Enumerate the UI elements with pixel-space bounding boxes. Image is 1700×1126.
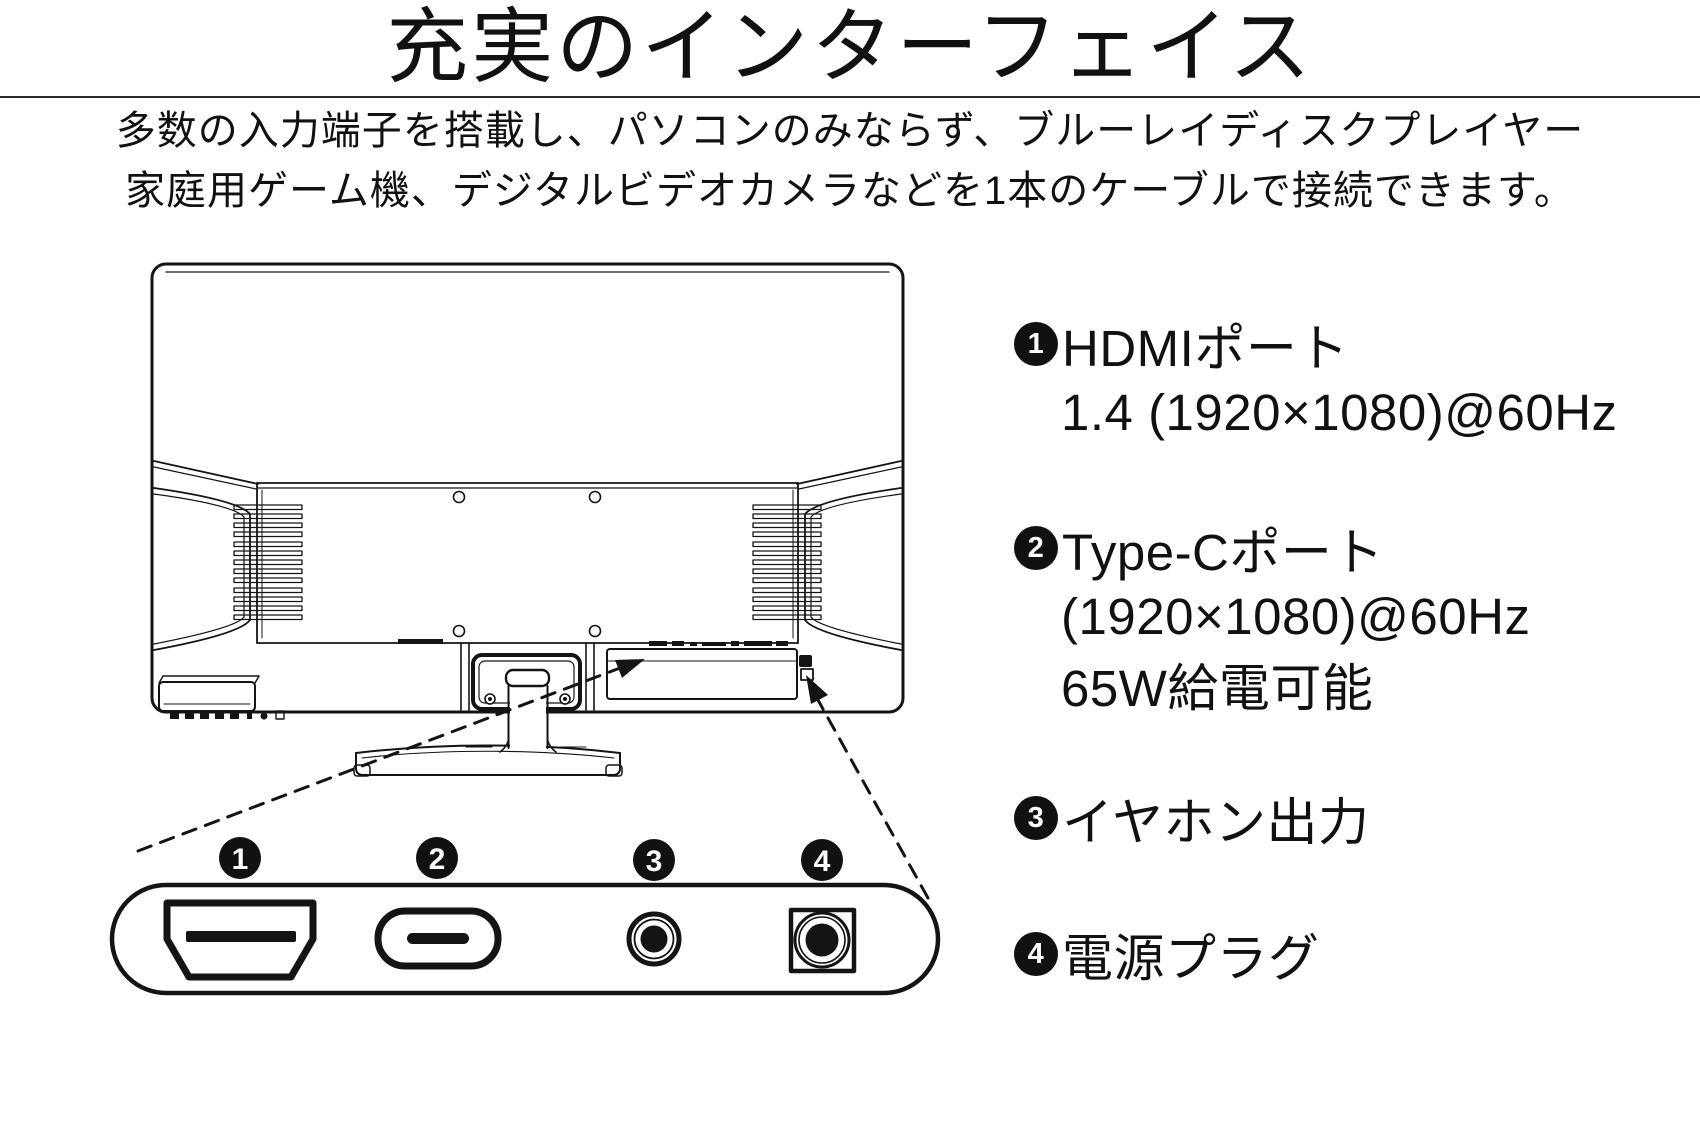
legend-type-c-title: Type-Cポート xyxy=(1062,524,1384,581)
audio-jack-icon xyxy=(626,911,682,967)
legend-power-title: 電源プラグ xyxy=(1062,930,1320,987)
legend-item-hdmi: 1 HDMIポート 1.4 (1920×1080)@60Hz xyxy=(1014,310,1618,446)
badge-4-number: 4 xyxy=(814,845,831,878)
stand-arm xyxy=(499,668,557,753)
power-jack-icon xyxy=(788,907,857,974)
badge-3-number: 3 xyxy=(646,845,663,878)
monitor-back-panel xyxy=(150,262,905,714)
badge-3-circle xyxy=(633,839,675,881)
power-inlet-mark xyxy=(799,655,814,681)
legend-item-power: 4 電源プラグ xyxy=(1014,920,1320,988)
connector-marks xyxy=(398,639,788,646)
legend-hdmi-title: HDMIポート xyxy=(1062,320,1349,377)
legend-badge-4: 4 xyxy=(1014,932,1058,976)
legend-type-c-power: 65W給電可能 xyxy=(1061,660,1374,717)
badge-1-number: 1 xyxy=(232,843,249,876)
legend-badge-3: 3 xyxy=(1014,796,1058,840)
port-number-badges: 1 2 3 4 xyxy=(219,837,843,881)
legend-item-earphone: 3 イヤホン出力 xyxy=(1014,784,1369,852)
dashed-arrow-power-plug xyxy=(806,675,930,900)
stand-base xyxy=(353,744,623,777)
legend-hdmi-spec: 1.4 (1920×1080)@60Hz xyxy=(1061,383,1618,441)
screw-holes xyxy=(452,490,602,638)
legend-badge-1: 1 xyxy=(1014,322,1058,366)
ports-closeup-strip xyxy=(109,882,941,996)
vent-slots xyxy=(233,504,822,621)
page-description: 多数の入力端子を搭載し、パソコンのみならず、ブルーレイディスクプレイヤー 家庭用… xyxy=(0,101,1700,221)
description-line-1: 多数の入力端子を搭載し、パソコンのみならず、ブルーレイディスクプレイヤー xyxy=(115,109,1585,153)
legend-type-c-spec: (1920×1080)@60Hz xyxy=(1061,587,1531,645)
badge-4-circle xyxy=(801,839,843,881)
description-line-2: 家庭用ゲーム機、デジタルビデオカメラなどを1本のケーブルで接続できます。 xyxy=(125,169,1575,213)
page-title: 充実のインターフェイス xyxy=(386,2,1314,93)
osd-button-area xyxy=(158,675,285,720)
legend-item-type-c: 2 Type-Cポート (1920×1080)@60Hz 65W給電可能 xyxy=(1014,514,1531,718)
legend-badge-2: 2 xyxy=(1014,526,1058,570)
hdmi-port-icon xyxy=(163,899,317,981)
badge-1-circle xyxy=(219,837,261,879)
usb-c-port-icon xyxy=(374,907,502,970)
title-divider xyxy=(0,96,1700,98)
badge-2-number: 2 xyxy=(429,843,446,876)
dashed-arrow-io-ports xyxy=(136,659,645,853)
legend-earphone-title: イヤホン出力 xyxy=(1062,794,1370,851)
badge-2-circle xyxy=(416,837,458,879)
